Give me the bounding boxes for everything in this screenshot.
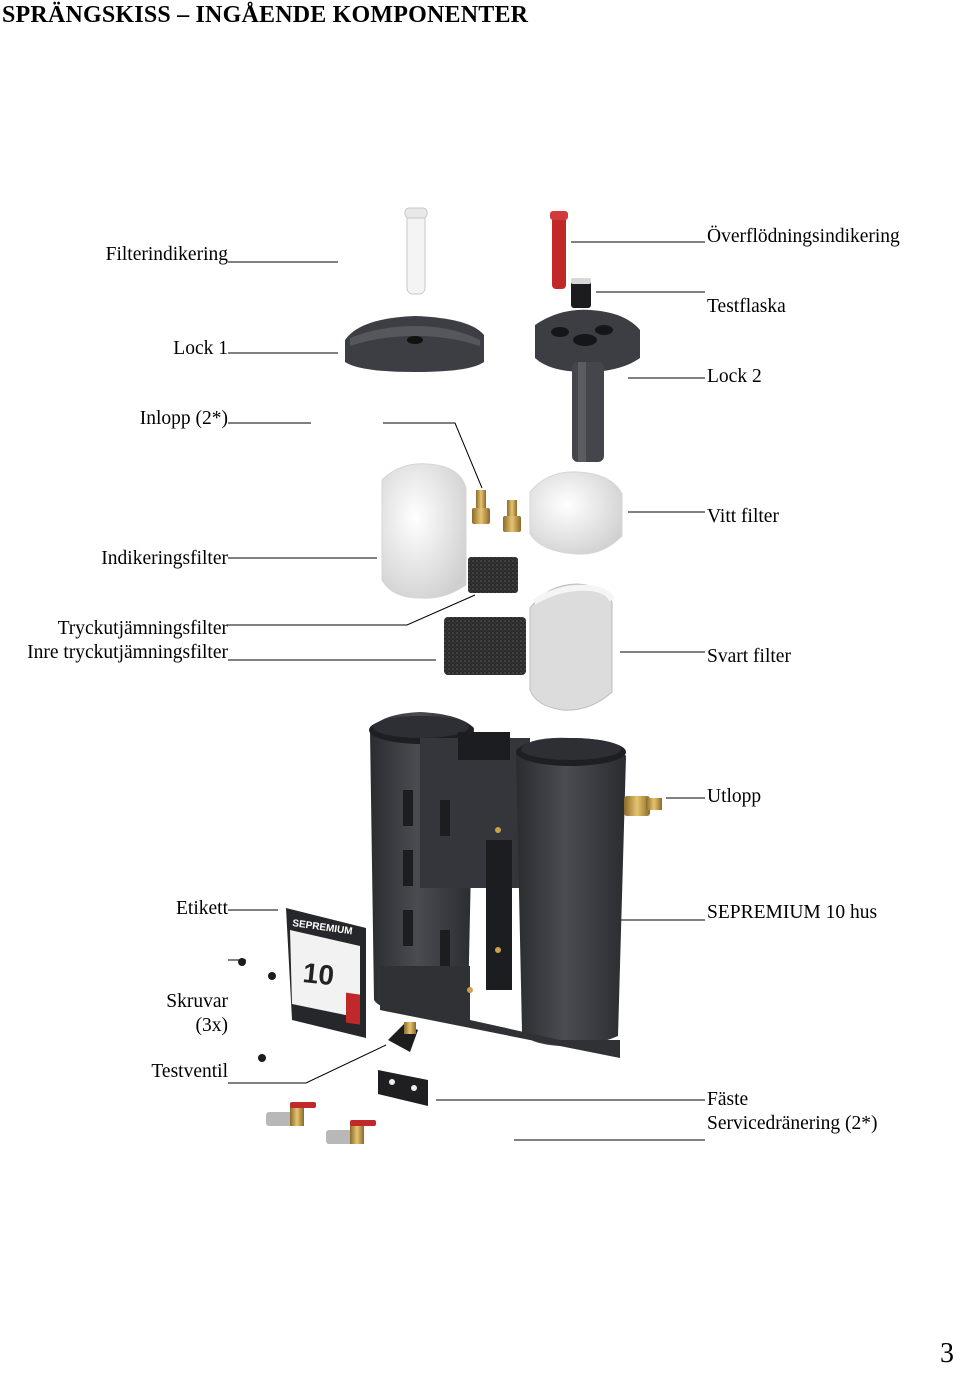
label-servicedranering: Servicedränering (2*) (707, 1113, 878, 1134)
label-lock-1: Lock 1 (173, 338, 228, 359)
lid-2 (535, 309, 640, 462)
label-filterindikering: Filterindikering (105, 244, 228, 265)
label-utlopp: Utlopp (707, 786, 762, 807)
service-drain-valve-2 (326, 1120, 376, 1144)
label-svart-filter: Svart filter (707, 646, 791, 667)
outlet-fitting (624, 796, 662, 816)
inlet-nipple-2 (503, 500, 521, 532)
label-inlopp: Inlopp (2*) (139, 408, 228, 429)
label-sepremium-hus: SEPREMIUM 10 hus (707, 902, 878, 923)
leader-testventil (228, 1044, 387, 1084)
black-filter (529, 583, 615, 711)
inlet-nipple-1 (472, 490, 490, 524)
label-skruvar-count: (3x) (195, 1015, 229, 1036)
test-valve (388, 1022, 418, 1052)
pressure-equalizing-filter (468, 557, 518, 593)
label-card-model: 10 (301, 957, 335, 991)
lid-1 (345, 316, 484, 372)
screw-2 (268, 972, 276, 980)
service-drain-valve-1 (266, 1102, 316, 1126)
label-tryckutjamningsfilter: Tryckutjämningsfilter (57, 618, 228, 639)
inner-pressure-equalizing-filter (444, 617, 526, 675)
white-filter (529, 471, 623, 555)
label-testventil: Testventil (151, 1061, 228, 1082)
screw-3 (258, 1054, 266, 1062)
label-card: SEPREMIUM 10 (286, 908, 366, 1038)
page-title: SPRÄNGSKISS – INGÅENDE KOMPONENTER (2, 2, 529, 28)
leader-lines (228, 241, 705, 1141)
screws (238, 958, 276, 1062)
filter-indicator-rod (404, 207, 428, 295)
label-skruvar: Skruvar (166, 991, 228, 1012)
bracket (378, 1070, 428, 1106)
leader-inlopp-pointer (383, 422, 483, 489)
overflow-indicator-rod (550, 211, 568, 289)
label-faste: Fäste (707, 1089, 749, 1110)
page-number: 3 (940, 1338, 954, 1369)
screw-1 (238, 958, 246, 966)
label-overflodningsindikering: Överflödningsindikering (707, 226, 900, 247)
label-etikett: Etikett (176, 898, 228, 919)
label-vitt-filter: Vitt filter (707, 506, 779, 527)
indicator-filter (381, 463, 467, 599)
label-testflaska: Testflaska (707, 296, 786, 317)
label-inre-tryckutjamningsfilter: Inre tryckutjämningsfilter (27, 642, 228, 663)
label-lock-2: Lock 2 (707, 366, 762, 387)
test-bottle (571, 278, 591, 308)
sepremium-housing (369, 712, 626, 1058)
leader-tryckutjamningsfilter (228, 594, 476, 626)
label-indikeringsfilter: Indikeringsfilter (101, 548, 228, 569)
